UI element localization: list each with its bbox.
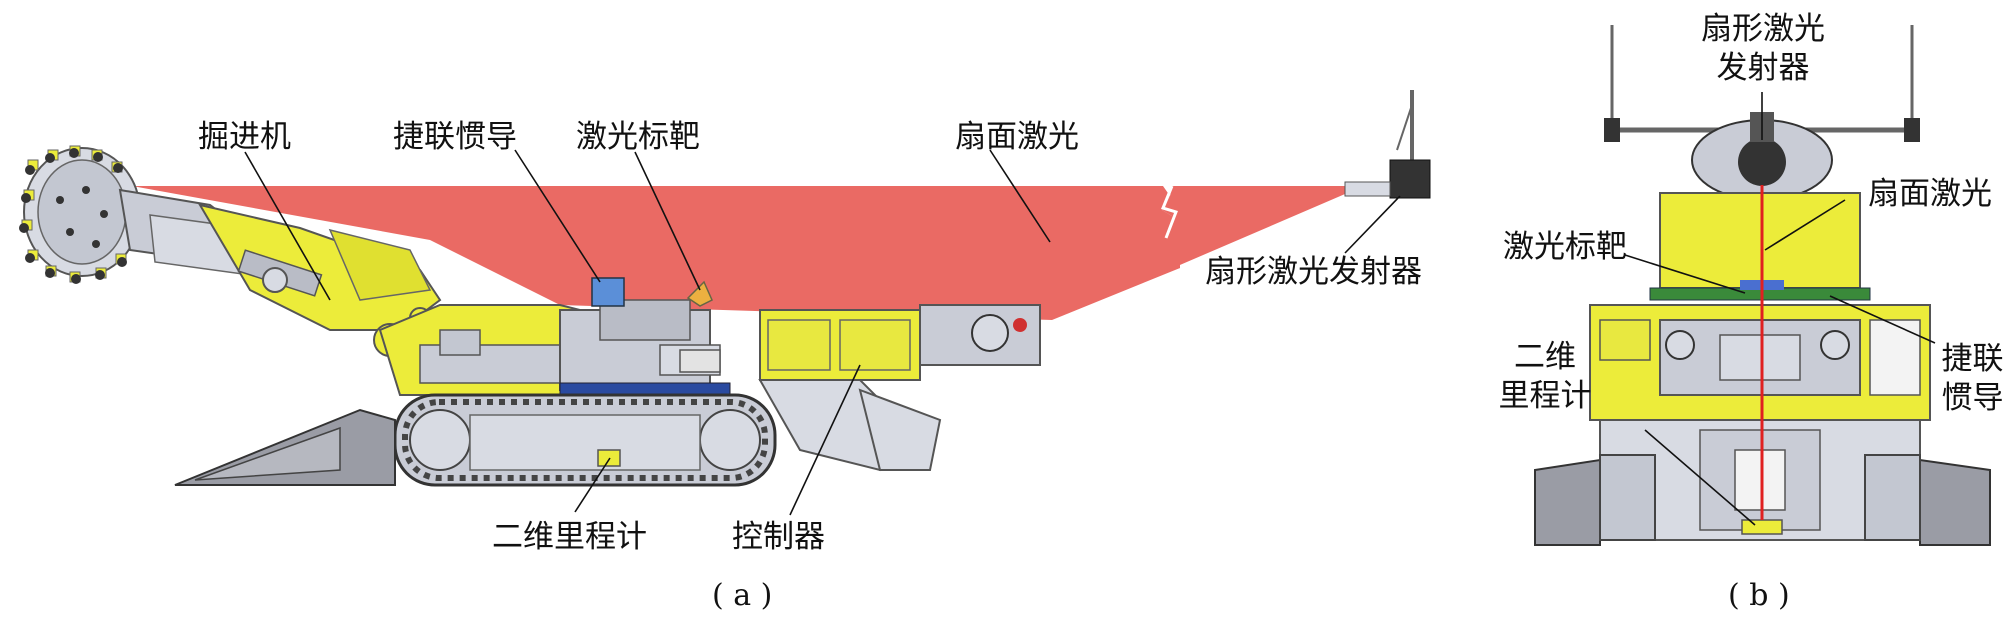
break-mark xyxy=(1160,185,1178,239)
rear-body xyxy=(758,304,1041,472)
label-odometer: 二维里程计 xyxy=(492,519,647,555)
laser-fan-plane-a xyxy=(132,186,1172,320)
label-controller: 控制器 xyxy=(732,519,825,555)
cutter-head xyxy=(19,145,141,284)
label-fan-laser: 扇面激光 xyxy=(955,119,1079,155)
label-odometer-b-line2: 里程计 xyxy=(1498,377,1592,414)
crawler-track xyxy=(393,393,777,487)
label-odometer-b-line1: 二维 xyxy=(1514,339,1576,375)
fan-laser-emitter-b xyxy=(1604,25,1920,201)
leader-lines-b xyxy=(1624,92,1936,526)
label-emitter-b-line1: 扇形激光 xyxy=(1701,11,1825,47)
main-body-front xyxy=(1589,304,1931,421)
label-laser-target-b: 激光标靶 xyxy=(1503,229,1627,265)
panel-a-drawing xyxy=(19,90,1431,516)
label-emitter-b-line2: 发射器 xyxy=(1716,49,1810,86)
label-roadheader: 掘进机 xyxy=(198,119,291,155)
caption-b: ( b ) xyxy=(1728,578,1790,613)
leader-lines-a xyxy=(244,149,1401,516)
label-strapdown-b: 捷联 惯导 xyxy=(1935,340,2010,418)
label-fan-laser-b: 扇面激光 xyxy=(1868,176,1992,212)
panel-b-drawing xyxy=(1534,25,1991,546)
upper-housing xyxy=(1659,192,1861,289)
label-strapdown-ins: 捷联惯导 xyxy=(393,119,517,155)
label-emitter-b: 扇形激光 发射器 xyxy=(1618,10,1908,88)
strapdown-ins-unit xyxy=(591,277,625,307)
laser-fan-plane-b xyxy=(1052,186,1345,320)
caption-a: ( a ) xyxy=(712,578,773,613)
label-laser-target: 激光标靶 xyxy=(576,119,700,155)
label-strapdown-b-line2: 惯导 xyxy=(1941,379,2004,416)
fan-laser-emitter-a xyxy=(1344,90,1431,199)
label-odometer-b: 二维 里程计 xyxy=(1470,338,1620,416)
label-strapdown-b-line1: 捷联 xyxy=(1941,341,2004,377)
label-fan-laser-emitter: 扇形激光发射器 xyxy=(1205,254,1422,290)
lower-body-front xyxy=(1534,419,1991,546)
main-body xyxy=(378,299,731,396)
